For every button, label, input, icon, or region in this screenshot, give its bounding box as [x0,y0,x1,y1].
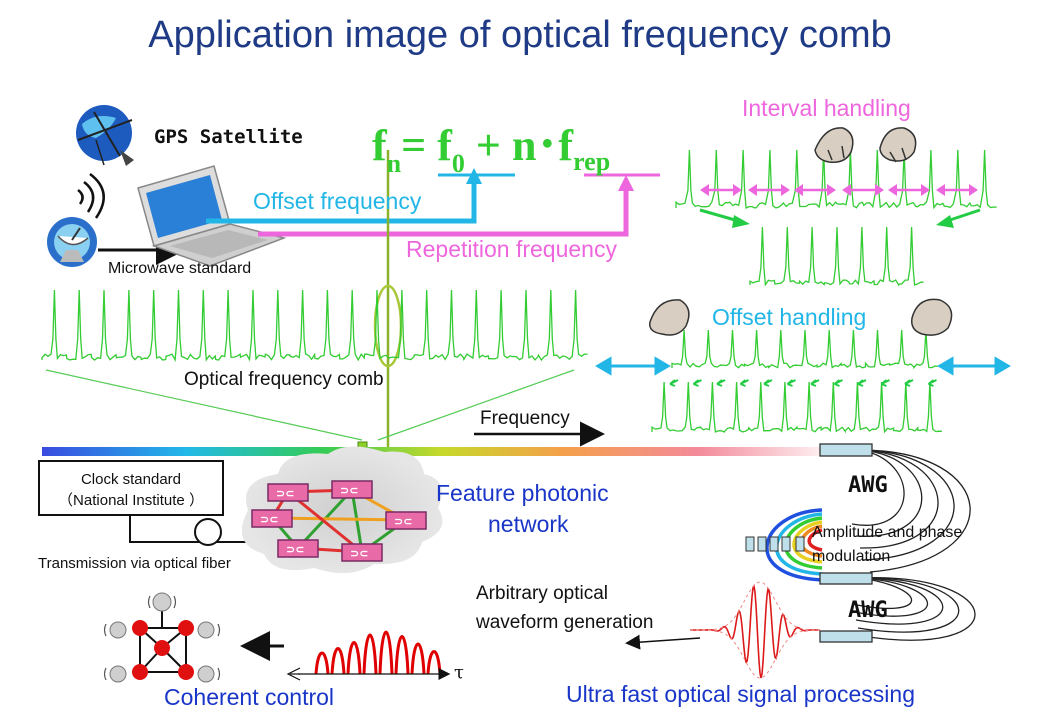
transmission-label: Transmission via optical fiber [38,555,231,572]
comb-label: Optical frequency comb [184,369,384,390]
interval-handling-label: Interval handling [742,95,911,121]
offset-comb-top-trace [671,329,938,370]
gps-satellite-label: GPS Satellite [154,126,303,148]
router-node-icon [251,480,427,562]
molecule-icon [103,592,221,683]
svg-text:⊃⊂: ⊃⊂ [286,543,304,556]
repetition-frequency-label: Repetition frequency [406,236,617,262]
svg-text:⊃⊂: ⊃⊂ [340,484,358,497]
optical-frequency-comb-trace [41,289,588,363]
clock-standard-box: Clock standard （National Institute ） [38,460,224,516]
pulse-train-trace [314,630,442,675]
interval-comb-bottom-trace [749,226,924,287]
frequency-axis-label: Frequency [480,408,570,429]
hand-icon [814,127,917,164]
offset-handling-label: Offset handling [712,304,867,330]
modulation-rainbow [765,508,823,582]
awg-bottom-label: AWG [848,598,888,623]
interval-comb-top-trace [675,149,997,210]
hand-icon [649,298,953,336]
tau-label: τ [454,662,464,683]
clock-standard-label: Clock standard [80,471,182,488]
frequency-formula: fn= f0 + n･frep [372,121,611,178]
amplitude-phase-label-line2: modulation [812,548,891,565]
arbitrary-waveform-label-line1: Arbitrary optical [476,583,608,604]
photonic-network-label-line1: Feature photonic [436,480,609,506]
interval-arrows [700,184,978,196]
radio-waves-icon [77,173,105,219]
svg-text:⊃⊂: ⊃⊂ [276,487,294,500]
svg-text:⊃⊂: ⊃⊂ [260,513,278,526]
offset-small-arrows [669,379,937,387]
ultrafast-processing-label: Ultra fast optical signal processing [566,681,915,707]
photonic-network-label-line2: network [488,511,569,537]
laptop-icon [137,165,287,267]
antenna-dish-icon [47,217,97,267]
awg-top-label: AWG [848,473,888,498]
offset-comb-bottom-trace [651,381,942,434]
fiber-bundle-bottom [851,577,976,641]
photonic-network-cloud: ⊃⊂ ⊃⊂ ⊃⊂ ⊃⊂ ⊃⊂ ⊃⊂ [241,446,443,574]
satellite-icon [76,105,134,166]
microwave-standard-label: Microwave standard [108,260,252,277]
arbitrary-waveform-trace [690,581,820,679]
coherent-control-label: Coherent control [164,684,335,710]
fiber-bundle-top [851,449,971,573]
page-title: Application image of optical frequency c… [148,14,892,56]
offset-frequency-label: Offset frequency [253,188,422,214]
amplitude-phase-label-line1: Amplitude and phase [812,524,963,541]
modulator-blocks [745,536,805,552]
svg-text:⊃⊂: ⊃⊂ [350,547,368,560]
svg-text:⊃⊂: ⊃⊂ [394,515,412,528]
offset-double-arrows [595,356,1011,376]
arbitrary-waveform-label-line2: waveform generation [476,612,654,633]
national-institute-label: （National Institute ） [58,492,204,509]
